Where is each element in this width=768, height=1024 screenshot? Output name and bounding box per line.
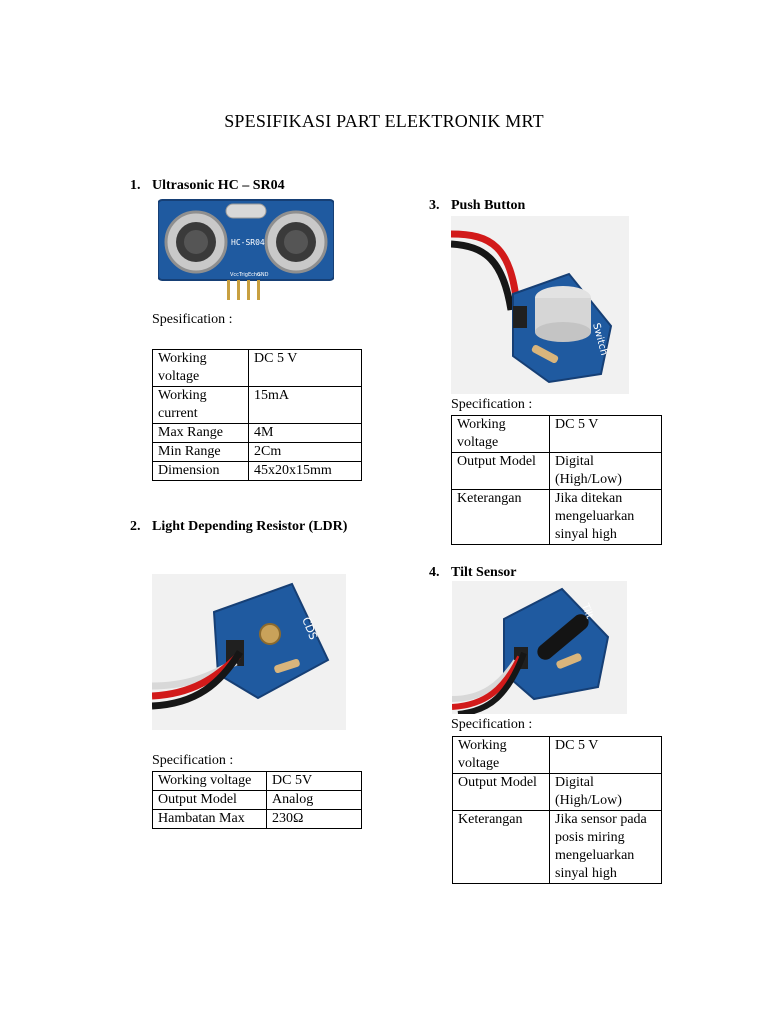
spec-value: 4M: [248, 423, 362, 443]
spec-value: Jika sensor pada posis miring mengeluark…: [549, 810, 662, 884]
section-number: 3.: [429, 198, 440, 213]
spec-value: DC 5 V: [549, 415, 662, 453]
spec-value: 2Cm: [248, 442, 362, 462]
spec-key: Working voltage: [452, 736, 550, 774]
spec-key: Output Model: [152, 790, 267, 810]
spec-key: Output Model: [452, 773, 550, 811]
section-number: 1.: [130, 178, 141, 193]
spec-key: Max Range: [152, 423, 249, 443]
section-1-heading: 1. Ultrasonic HC – SR04: [130, 176, 285, 196]
spec-key: Dimension: [152, 461, 249, 481]
spec-value: 45x20x15mm: [248, 461, 362, 481]
spec-key: Keterangan: [451, 489, 550, 545]
spec-value: DC 5V: [266, 771, 362, 791]
section-4-heading: 4. Tilt Sensor: [429, 563, 516, 583]
spec-key: Working voltage: [152, 349, 249, 387]
pin-label: Vcc: [230, 272, 239, 278]
section-title: Tilt Sensor: [451, 565, 517, 580]
spec-key: Working voltage: [152, 771, 267, 791]
spec-label: Specification :: [451, 717, 533, 732]
spec-value: Digital (High/Low): [549, 452, 662, 490]
spec-value: DC 5 V: [248, 349, 362, 387]
section-number: 2.: [130, 519, 141, 534]
board-label: HC-SR04: [231, 238, 265, 247]
section-title: Ultrasonic HC – SR04: [152, 178, 285, 193]
spec-value: Digital (High/Low): [549, 773, 662, 811]
section-title: Push Button: [451, 198, 526, 213]
spec-key: Working voltage: [451, 415, 550, 453]
spec-value: Analog: [266, 790, 362, 810]
section-number: 4.: [429, 565, 440, 580]
board-label: Tilt: [579, 601, 595, 620]
section-3-heading: 3. Push Button: [429, 196, 525, 216]
spec-label: Specification :: [152, 753, 234, 768]
spec-key: Keterangan: [452, 810, 550, 884]
ultrasonic-sensor-photo: HC-SR04 Vcc Trig Echo GND: [158, 198, 334, 302]
spec-key: Min Range: [152, 442, 249, 462]
ldr-sensor-photo: CDS: [152, 574, 346, 730]
spec-label: Specification :: [451, 397, 533, 412]
section-2-heading: 2. Light Depending Resistor (LDR): [130, 517, 360, 537]
spec-key: Output Model: [451, 452, 550, 490]
spec-key: Hambatan Max: [152, 809, 267, 829]
push-button-photo: Switch: [451, 216, 629, 394]
spec-value: DC 5 V: [549, 736, 662, 774]
section-title: Light Depending Resistor (LDR): [152, 519, 348, 534]
spec-key: Working current: [152, 386, 249, 424]
tilt-sensor-photo: Tilt: [452, 581, 627, 714]
spec-value: 15mA: [248, 386, 362, 424]
page-title: SPESIFIKASI PART ELEKTRONIK MRT: [224, 111, 544, 131]
pin-label: Trig: [238, 272, 248, 278]
pin-label: Echo: [248, 272, 260, 278]
spec-label: Spesification :: [152, 312, 233, 327]
spec-value: 230Ω: [266, 809, 362, 829]
spec-value: Jika ditekan mengeluarkan sinyal high: [549, 489, 662, 545]
pin-label: GND: [257, 272, 269, 278]
